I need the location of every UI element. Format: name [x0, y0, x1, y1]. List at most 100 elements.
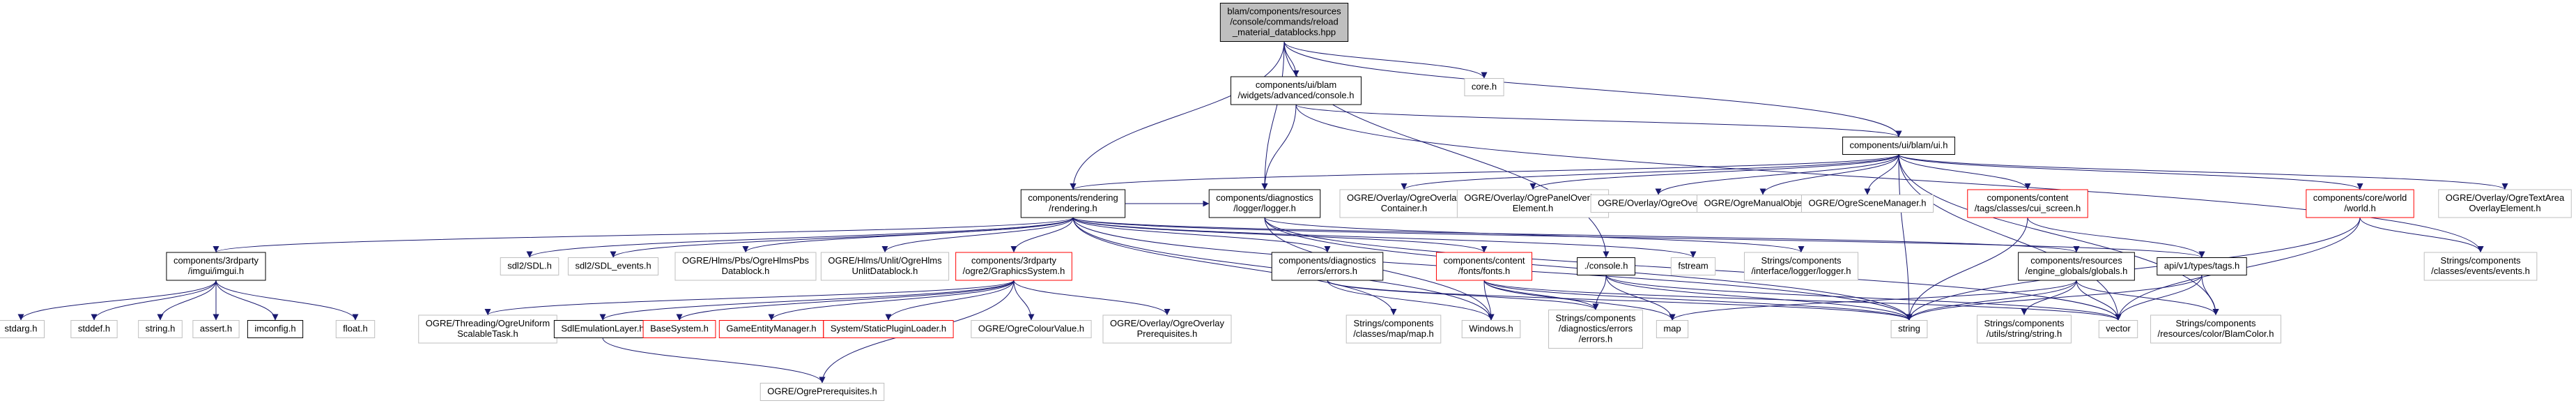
- node-str_events[interactable]: Strings/components/classes/events/events…: [2423, 252, 2538, 281]
- node-label-line: Strings/components: [1354, 318, 1434, 328]
- node-core_world[interactable]: components/core/world/world.h: [2306, 189, 2414, 218]
- node-box: [759, 383, 885, 401]
- node-label-line: string: [1898, 324, 1920, 334]
- node-label-line: core.h: [1472, 82, 1497, 92]
- edge-sdl_emul-to-ogre_prereq: [602, 337, 826, 384]
- node-string_h[interactable]: string.h: [138, 320, 183, 338]
- node-vector[interactable]: vector: [2098, 320, 2138, 338]
- edge-cui_screen-to-string: [1906, 217, 2028, 321]
- node-label-line: components/3rdparty: [173, 255, 259, 266]
- node-ogre_scene[interactable]: OGRE/OgreSceneManager.h: [1800, 195, 1934, 213]
- edge-rendering-to-diag_errors: [1072, 217, 1331, 253]
- node-box: [971, 320, 1092, 338]
- node-sdl2[interactable]: sdl2/SDL.h: [500, 257, 560, 275]
- node-label-line: assert.h: [200, 324, 232, 334]
- node-fstream[interactable]: fstream: [1670, 257, 1716, 275]
- node-label-line: /interface/logger/logger.h: [1751, 266, 1851, 276]
- node-str_map[interactable]: Strings/components/classes/map/map.h: [1345, 314, 1442, 344]
- node-box: [1271, 252, 1384, 281]
- node-imconfig[interactable]: imconfig.h: [247, 320, 304, 338]
- node-label-line: /engine_globals/globals.h: [2026, 266, 2128, 276]
- node-label-line: OGRE/Hlms/Pbs/OgreHlmsPbs: [682, 255, 810, 266]
- node-box: [1656, 320, 1689, 338]
- node-assert_h[interactable]: assert.h: [192, 320, 240, 338]
- node-label-line: OverlayElement.h: [2469, 203, 2540, 213]
- edge-tags_h-to-vector: [2115, 275, 2203, 321]
- node-label-line: components/diagnostics: [1216, 192, 1313, 203]
- node-box: [567, 257, 659, 275]
- node-ogre2_gfx[interactable]: components/3rdparty/ogre2/GraphicsSystem…: [955, 252, 1072, 281]
- node-imgui_h[interactable]: components/3rdparty/imgui/imgui.h: [166, 252, 266, 281]
- node-label-line: /errors/errors.h: [1297, 266, 1357, 276]
- node-sdl2_events[interactable]: sdl2/SDL_events.h: [567, 257, 659, 275]
- node-label-line: api/v1/types/tags.h: [2164, 261, 2239, 271]
- node-rendering[interactable]: components/rendering/rendering.h: [1020, 189, 1126, 218]
- node-box: [500, 257, 560, 275]
- node-box: [1345, 314, 1442, 344]
- node-root[interactable]: blam/components/resources/console/comman…: [1219, 3, 1349, 42]
- node-box: [1208, 189, 1321, 218]
- edge-ui_console-to-ui_h: [1295, 104, 1902, 137]
- node-label-line: /imgui/imgui.h: [188, 266, 244, 276]
- node-ogre_textarea[interactable]: OGRE/Overlay/OgreTextAreaOverlayElement.…: [2438, 189, 2572, 218]
- edge-ui_h-to-ogre_scene: [1864, 154, 1899, 195]
- node-stdarg[interactable]: stdarg.h: [0, 320, 45, 338]
- edge-ui_h-to-cui_screen: [1898, 154, 2031, 190]
- edge-rendering-to-hlms_pbs: [742, 217, 1074, 253]
- node-ogre_colour[interactable]: OGRE/OgreColourValue.h: [971, 320, 1092, 338]
- node-globals_h[interactable]: components/resources/engine_globals/glob…: [2018, 252, 2135, 281]
- node-ui_h[interactable]: components/ui/blam/ui.h: [1842, 137, 1955, 155]
- edge-imgui_h-to-stddef: [91, 280, 217, 321]
- edge-root-to-ui_h: [1283, 41, 1902, 137]
- node-logger[interactable]: components/diagnostics/logger/logger.h: [1208, 189, 1321, 218]
- node-box: [166, 252, 266, 281]
- node-sdl_emul[interactable]: SdlEmulationLayer.h: [553, 320, 652, 338]
- node-game_entity[interactable]: GameEntityManager.h: [718, 320, 824, 338]
- edge-ogre2_gfx-to-sdl_emul: [599, 280, 1015, 321]
- node-label-line: Container.h: [1381, 203, 1428, 213]
- edge-ui_h-to-ogre_overlay: [1655, 154, 1899, 195]
- node-string[interactable]: string: [1890, 320, 1928, 338]
- node-box: [2018, 252, 2135, 281]
- node-ogre_prereq[interactable]: OGRE/OgrePrerequisites.h: [759, 383, 885, 401]
- node-dot_console[interactable]: ./console.h: [1577, 257, 1635, 275]
- node-str_utils[interactable]: Strings/components/utils/string/string.h: [1977, 314, 2072, 344]
- edge-globals_h-to-str_utils: [2021, 280, 2077, 316]
- node-base_system[interactable]: BaseSystem.h: [642, 320, 716, 338]
- node-label-line: BaseSystem.h: [650, 324, 709, 334]
- node-fonts_h[interactable]: components/content/fonts/fonts.h: [1435, 252, 1533, 281]
- node-label-line: Element.h: [1513, 203, 1554, 213]
- node-box: [1842, 137, 1955, 155]
- node-static_plugin[interactable]: System/StaticPluginLoader.h: [823, 320, 954, 338]
- node-box: [1670, 257, 1716, 275]
- node-label-line: string.h: [146, 324, 176, 334]
- edge-ui_h-to-string: [1898, 154, 1913, 321]
- node-str_blamcolor[interactable]: Strings/components/resources/color/BlamC…: [2150, 314, 2281, 344]
- node-core_h[interactable]: core.h: [1464, 78, 1504, 96]
- node-box: [1456, 189, 1610, 218]
- node-cui_screen[interactable]: components/content/tags/classes/cui_scre…: [1967, 189, 2088, 218]
- node-box: [2423, 252, 2538, 281]
- node-label-line: Strings/components: [1556, 313, 1636, 324]
- node-diag_errors[interactable]: components/diagnostics/errors/errors.h: [1271, 252, 1384, 281]
- node-str_logger[interactable]: Strings/components/interface/logger/logg…: [1743, 252, 1859, 281]
- node-float_h[interactable]: float.h: [335, 320, 376, 338]
- node-windows_h[interactable]: Windows.h: [1461, 320, 1521, 338]
- node-label-line: components/diagnostics: [1279, 255, 1376, 266]
- edge-fonts_h-to-str_diag_errors: [1483, 280, 1599, 310]
- node-stddef[interactable]: stddef.h: [70, 320, 118, 338]
- node-map[interactable]: map: [1656, 320, 1689, 338]
- node-box: [418, 314, 557, 344]
- node-label-line: /fonts/fonts.h: [1458, 266, 1510, 276]
- node-str_diag_errors[interactable]: Strings/components/diagnostics/errors/er…: [1548, 310, 1643, 349]
- node-tags_h[interactable]: api/v1/types/tags.h: [2157, 257, 2247, 275]
- node-label-line: components/content: [1987, 192, 2068, 203]
- node-ui_console[interactable]: components/ui/blam/widgets/advanced/cons…: [1231, 76, 1362, 105]
- edge-ui_h-to-core_world: [1898, 154, 2363, 190]
